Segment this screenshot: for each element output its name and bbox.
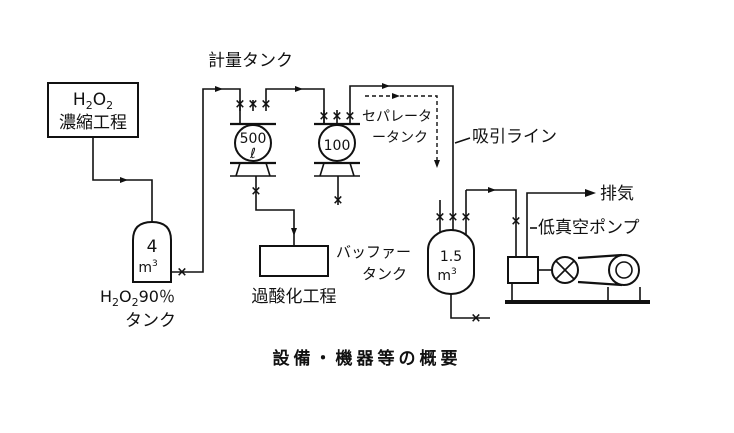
suction-line-leader <box>454 137 471 144</box>
exhaust-pipe <box>526 192 585 260</box>
concentration-process-box: H2O2 濃縮工程 <box>47 82 139 138</box>
valve-icon: × <box>461 210 472 225</box>
pump-base <box>505 300 650 304</box>
separator-tank-legs <box>314 162 360 177</box>
suction-line-label: 吸引ライン <box>472 127 557 147</box>
metering-tank-unit: ℓ <box>249 146 256 162</box>
separator-tank-volume: 100 <box>324 138 351 154</box>
motor-cross <box>555 260 575 280</box>
pipe-buffer-to-pump <box>466 189 517 260</box>
valve-icon: × <box>261 97 272 112</box>
separator-label-line2: ータンク <box>372 130 428 146</box>
storage-tank-body <box>132 220 172 283</box>
metering-tank-legs <box>230 162 276 177</box>
storage-tank-label: H2O290％ <box>100 287 175 309</box>
valve-icon: × <box>471 311 482 326</box>
flow-arrow <box>434 160 440 168</box>
separator-label-line1: セパレータ <box>362 109 432 125</box>
concentration-box-frame <box>47 82 139 138</box>
valve-icon: × <box>333 193 344 208</box>
pipe-separator-to-buffer <box>349 85 454 238</box>
concentration-label: 濃縮工程 <box>59 113 127 133</box>
pipe-metering-to-peroxidation <box>255 176 295 246</box>
buffer-tank-volume: 1.5 <box>440 249 462 265</box>
valve-icon: × <box>177 265 188 280</box>
vacuum-pump-label: 低真空ポンプ <box>538 218 640 238</box>
storage-tank-unit: m3 <box>138 259 157 276</box>
flow-arrow <box>295 86 303 92</box>
storage-tank-label-line2: タンク <box>125 311 176 331</box>
concentration-formula: H2O2 <box>73 90 113 112</box>
valve-icon: × <box>248 97 259 112</box>
buffer-tank-unit: m3 <box>437 267 456 284</box>
pulley-hub <box>615 261 633 279</box>
valve-icon: × <box>511 214 522 229</box>
exhaust-label: 排気 <box>600 184 634 204</box>
metering-tank: 500 ℓ <box>230 122 276 177</box>
flow-arrow <box>291 228 297 236</box>
valve-icon: × <box>332 109 343 124</box>
drive-belt <box>577 253 623 287</box>
valve-icon: × <box>345 109 356 124</box>
flow-arrow <box>382 83 390 89</box>
separator-nozzles <box>323 96 351 124</box>
vacuum-pump <box>505 253 650 304</box>
pulley-icon <box>608 254 640 286</box>
exhaust-arrow-icon <box>585 189 596 197</box>
storage-tank: 4 m3 <box>132 220 172 283</box>
storage-tank-volume: 4 <box>147 237 158 257</box>
peroxidation-label: 過酸化工程 <box>252 287 337 307</box>
valve-icon: × <box>435 210 446 225</box>
flow-arrow <box>120 177 128 183</box>
valve-icon: × <box>251 184 262 199</box>
peroxidation-box <box>259 245 329 277</box>
separator-tank: × × × 100 × <box>314 96 360 208</box>
buffer-tank-label-line2: タンク <box>362 265 407 283</box>
metering-tank-caption: 計量タンク <box>208 51 293 71</box>
valve-icon: × <box>319 109 330 124</box>
suction-line-dashed <box>365 95 438 165</box>
pipe-metering-to-separator <box>265 88 325 124</box>
buffer-tank-drain <box>450 294 490 319</box>
pump-legs <box>511 283 641 300</box>
metering-tank-volume: 500 <box>240 131 267 147</box>
buffer-tank: × × × 1.5 m3 × <box>427 190 490 326</box>
separator-tank-body <box>318 124 356 162</box>
pump-box <box>507 256 539 284</box>
pipe-storage-to-metering <box>171 88 241 273</box>
metering-tank-nozzles <box>239 100 267 111</box>
valve-icon: × <box>235 97 246 112</box>
valve-icon: × <box>448 210 459 225</box>
flow-arrow <box>392 93 400 99</box>
buffer-tank-label-line1: バッファー <box>336 243 411 261</box>
metering-tank-body <box>234 124 272 162</box>
flow-arrow <box>215 86 223 92</box>
flow-arrow <box>488 187 496 193</box>
diagram-caption: 設備・機器等の概要 <box>273 348 462 369</box>
